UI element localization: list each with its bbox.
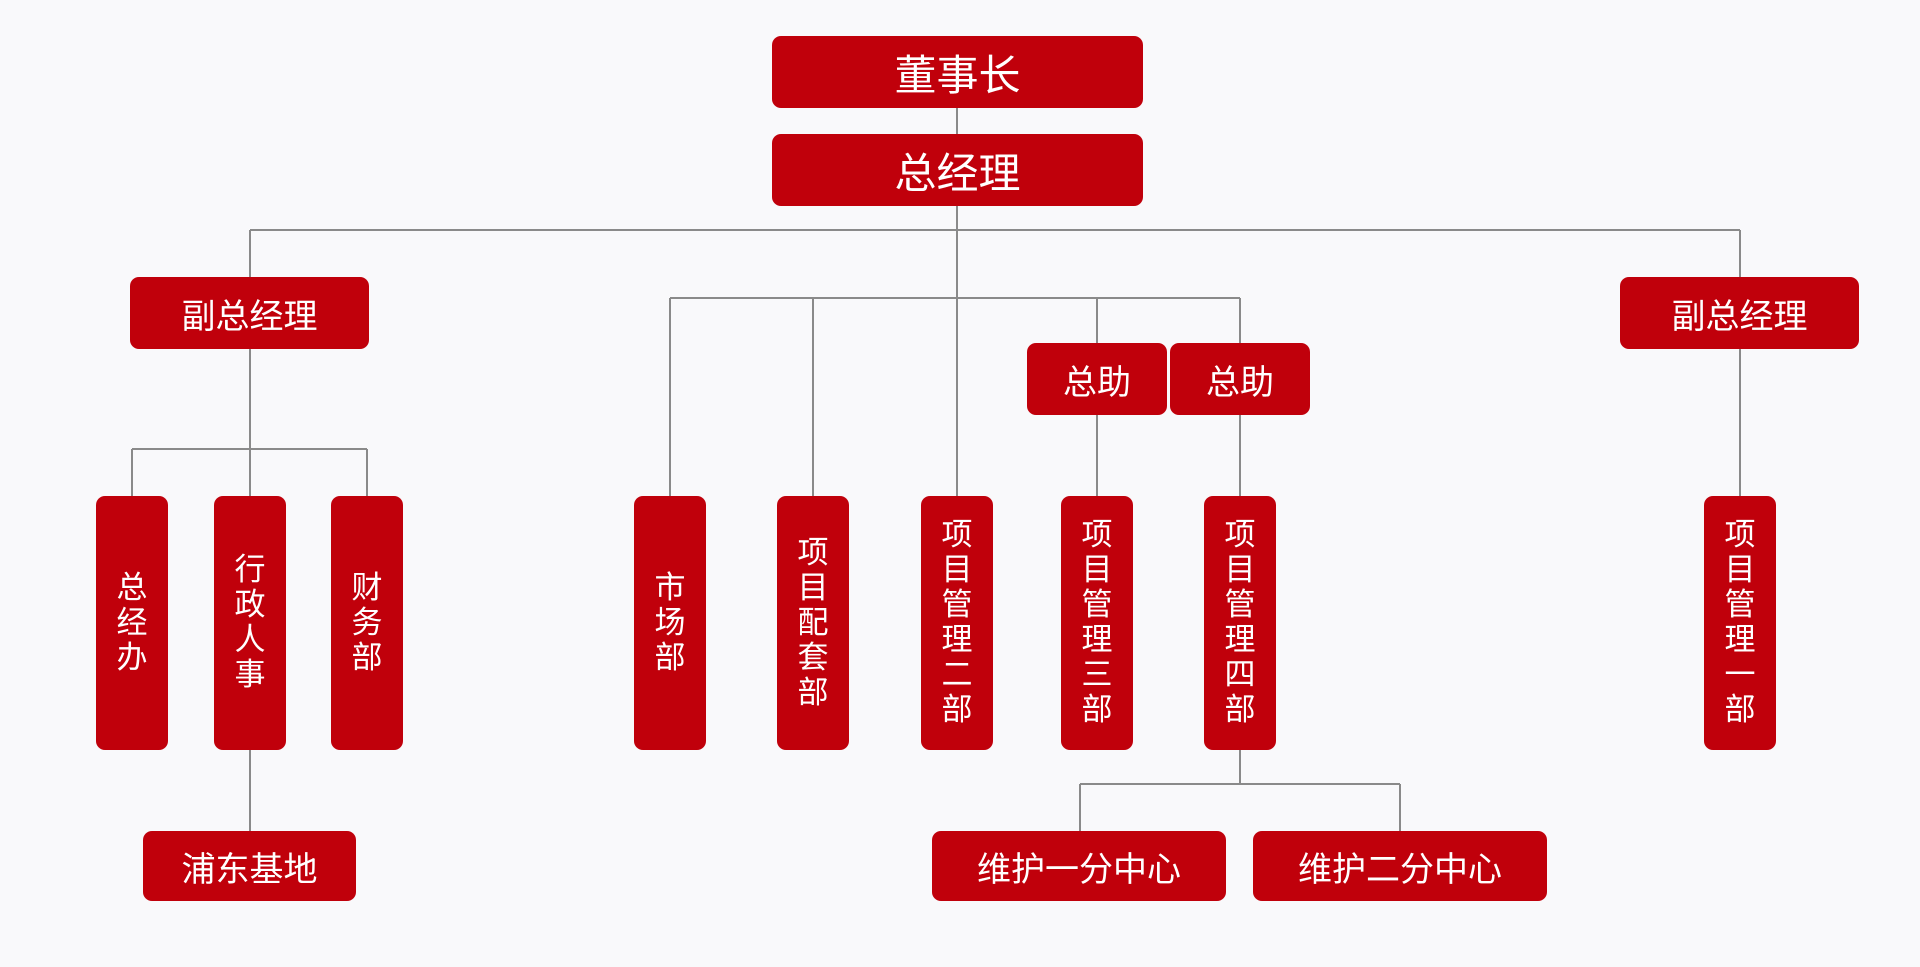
node-project-mgmt-1: 项目管理一部 — [1704, 496, 1776, 750]
node-maintenance-1: 维护一分中心 — [932, 831, 1226, 901]
node-general-manager: 总经理 — [772, 134, 1143, 206]
node-finance: 财务部 — [331, 496, 403, 750]
node-project-mgmt-4: 项目管理四部 — [1204, 496, 1276, 750]
node-project-mgmt-2: 项目管理二部 — [921, 496, 993, 750]
node-admin-hr: 行政人事 — [214, 496, 286, 750]
node-assistant-1: 总助 — [1027, 343, 1167, 415]
node-assistant-2: 总助 — [1170, 343, 1310, 415]
node-maintenance-2: 维护二分中心 — [1253, 831, 1547, 901]
node-project-mgmt-3: 项目管理三部 — [1061, 496, 1133, 750]
node-deputy-gm-left: 副总经理 — [130, 277, 369, 349]
node-gm-office: 总经办 — [96, 496, 168, 750]
node-project-supporting: 项目配套部 — [777, 496, 849, 750]
node-chairman: 董事长 — [772, 36, 1143, 108]
node-marketing: 市场部 — [634, 496, 706, 750]
node-pudong-base: 浦东基地 — [143, 831, 356, 901]
node-deputy-gm-right: 副总经理 — [1620, 277, 1859, 349]
